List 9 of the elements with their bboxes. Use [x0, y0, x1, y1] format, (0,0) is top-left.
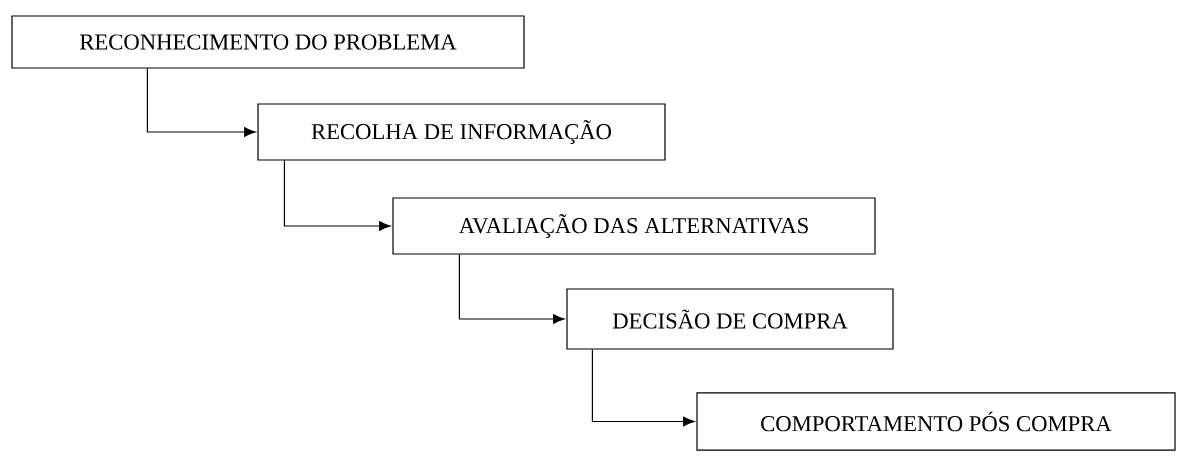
process-box: DECISÃO DE COMPRA	[566, 288, 894, 350]
arrow	[146, 68, 256, 137]
arrow	[591, 349, 695, 427]
process-box: AVALIAÇÃO DAS ALTERNATIVAS	[392, 197, 876, 255]
arrow	[283, 160, 391, 231]
process-box: COMPORTAMENTO PÓS COMPRA	[696, 392, 1176, 451]
process-box: RECOLHA DE INFORMAÇÃO	[257, 103, 666, 161]
arrow	[458, 254, 565, 324]
process-box: RECONHECIMENTO DO PROBLEMA	[11, 15, 525, 69]
